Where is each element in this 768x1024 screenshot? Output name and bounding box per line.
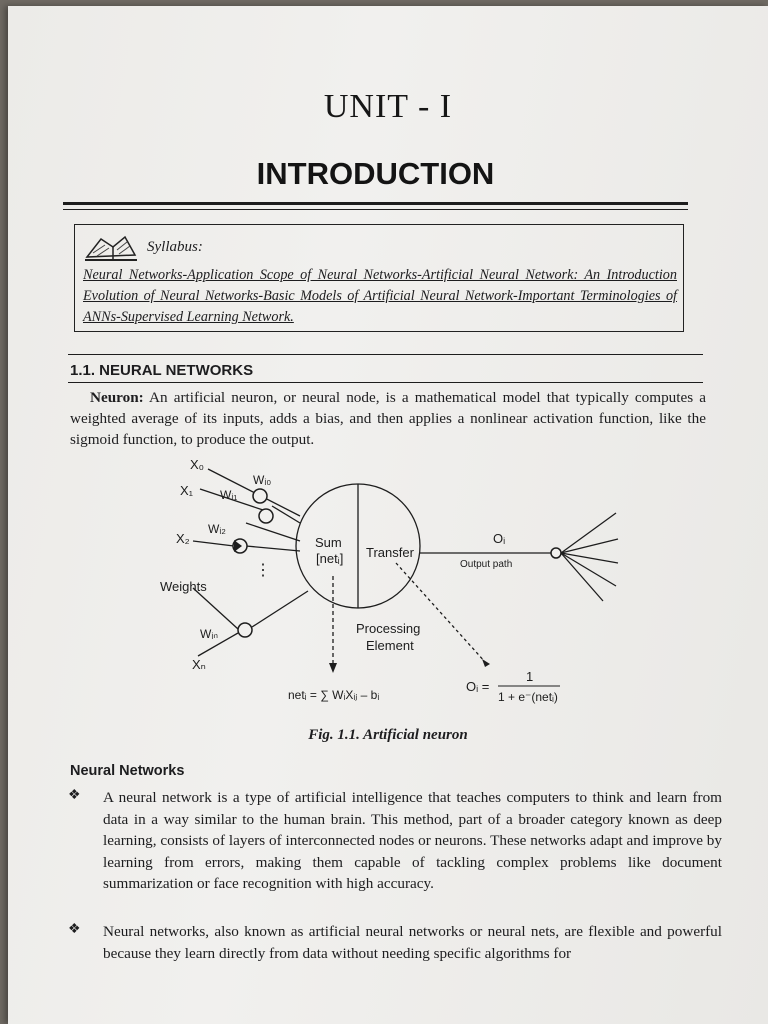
ellipsis-dots: ⋮ bbox=[255, 562, 271, 579]
open-book-icon bbox=[85, 235, 137, 261]
neuron-text: An artificial neuron, or neural node, is… bbox=[70, 389, 706, 448]
weight-w1: Wᵢ₁ bbox=[220, 488, 237, 502]
output-path-label: Output path bbox=[460, 559, 512, 570]
weight-node bbox=[252, 488, 268, 504]
input-x0: X₀ bbox=[190, 457, 204, 472]
section-heading: 1.1. NEURAL NETWORKS bbox=[70, 362, 254, 379]
weight-node bbox=[258, 508, 274, 524]
neural-networks-heading: Neural Networks bbox=[70, 763, 185, 779]
syllabus-text: Neural Networks-Application Scope of Neu… bbox=[83, 267, 677, 325]
sum-label: Sum bbox=[315, 535, 342, 550]
weight-w2: Wᵢ₂ bbox=[208, 522, 226, 536]
net-equation: netᵢ = ∑ WᵢXᵢⱼ – bᵢ bbox=[288, 688, 379, 702]
figure-caption: Fig. 1.1. Artificial neuron bbox=[308, 727, 468, 743]
weight-node bbox=[237, 622, 253, 638]
title-rule-thin bbox=[63, 209, 688, 210]
input-x2: X₂ bbox=[176, 531, 190, 546]
sigmoid-denominator: 1 + e⁻(netᵢ) bbox=[498, 690, 558, 704]
weight-w0: Wᵢ₀ bbox=[253, 473, 271, 487]
chapter-title: INTRODUCTION bbox=[256, 156, 495, 191]
element-label: Element bbox=[366, 638, 414, 653]
net-label: [netᵢ] bbox=[316, 551, 343, 566]
title-rule bbox=[63, 202, 688, 205]
textbook-page: UNIT - I INTRODUCTION Syllabus: Neural N… bbox=[8, 6, 768, 1024]
output-node bbox=[550, 547, 562, 559]
weight-wn: Wᵢₙ bbox=[200, 627, 218, 641]
neuron-definition: Neuron: An artificial neuron, or neural … bbox=[70, 387, 706, 450]
section-rule bbox=[68, 354, 703, 355]
output-symbol: Oᵢ bbox=[493, 531, 505, 546]
sigmoid-numerator: 1 bbox=[526, 669, 533, 684]
syllabus-label: Syllabus: bbox=[147, 239, 203, 255]
bullet-mark: ❖ bbox=[68, 788, 81, 803]
section-rule bbox=[68, 382, 703, 383]
artificial-neuron-figure: X₀ X₁ X₂ Xₙ Wᵢ₀ Wᵢ₁ Wᵢ₂ Wᵢₙ Weights ⋮ Su… bbox=[148, 451, 648, 716]
unit-title: UNIT - I bbox=[323, 88, 453, 125]
weights-label: Weights bbox=[160, 579, 207, 594]
bullet-text: A neural network is a type of artificial… bbox=[103, 789, 722, 892]
processing-label: Processing bbox=[356, 621, 420, 636]
input-xn: Xₙ bbox=[192, 657, 206, 672]
bullet-text: Neural networks, also known as artificia… bbox=[103, 923, 722, 962]
syllabus-box: Syllabus: Neural Networks-Application Sc… bbox=[74, 224, 684, 332]
neuron-diagram: X₀ X₁ X₂ Xₙ Wᵢ₀ Wᵢ₁ Wᵢ₂ Wᵢₙ Weights ⋮ Su… bbox=[160, 457, 619, 704]
transfer-label: Transfer bbox=[366, 545, 415, 560]
neuron-term: Neuron: bbox=[90, 389, 144, 406]
bullet-mark: ❖ bbox=[68, 922, 81, 937]
input-x1: X₁ bbox=[180, 483, 194, 498]
sigmoid-lhs: Oᵢ = bbox=[466, 679, 489, 694]
